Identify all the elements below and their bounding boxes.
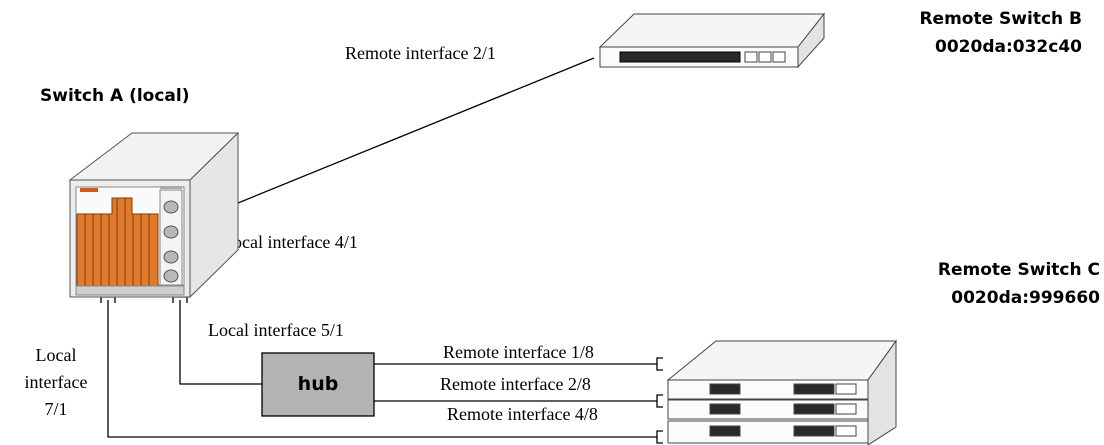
remote-interface-1-8-label: Remote interface 1/8 — [443, 342, 594, 362]
switch-a-label: Switch A (local) — [40, 86, 190, 106]
local-interface-7-1-line3: 7/1 — [44, 399, 67, 419]
switch-b-port-c — [772, 51, 786, 63]
switch-b-port-b — [758, 51, 772, 63]
remote-interface-2-8-label: Remote interface 2/8 — [440, 374, 591, 394]
hub-box — [261, 352, 375, 417]
switch-b-top — [598, 13, 826, 48]
switch-a-chassis — [68, 131, 240, 299]
chassis-badge — [160, 186, 182, 189]
switch-c-unit-2-ports-a — [709, 403, 741, 415]
link-5-1-to-hub — [179, 300, 262, 385]
switch-c-unit-2-ports-b — [793, 403, 835, 415]
local-interface-7-1-line1: Local — [36, 345, 77, 365]
switch-c-unit-1-ports-b — [793, 383, 835, 395]
link-4-1-to-switch-b — [210, 57, 595, 215]
remote-interface-4-8-label: Remote interface 4/8 — [447, 404, 598, 424]
brand-logo — [80, 188, 98, 192]
hub-label: hub — [298, 373, 339, 395]
switch-c-name: Remote Switch C — [938, 260, 1100, 280]
bracket-1-8 — [656, 357, 663, 371]
switch-c-unit-3-ports-b — [793, 425, 835, 437]
bracket-2-8 — [656, 394, 663, 408]
local-interface-7-1-line2: interface — [25, 372, 88, 392]
switch-b-name: Remote Switch B — [919, 9, 1082, 29]
connection-lines — [100, 57, 663, 444]
local-interface-5-1-label: Local interface 5/1 — [208, 320, 344, 340]
switch-b-mac: 0020da:032c40 — [935, 37, 1082, 57]
power-supplies — [159, 189, 183, 286]
switch-c-stack — [666, 339, 897, 445]
local-interface-4-1-label: Local interface 4/1 — [222, 232, 358, 252]
switch-c-unit-1-ports-a — [709, 383, 741, 395]
module-dividers — [84, 198, 150, 286]
link-7-1-to-switch-c — [107, 300, 657, 438]
switch-c-unit-3-uplinks — [835, 425, 857, 437]
switch-b-port-a — [744, 51, 758, 63]
switch-c-mac: 0020da:999660 — [951, 288, 1100, 308]
switch-b-device — [598, 12, 826, 69]
fan-tray — [75, 285, 185, 296]
switch-c-unit-2-uplinks — [835, 403, 857, 415]
switch-c-unit-1-uplinks — [835, 383, 857, 395]
switch-c-unit-3-ports-a — [709, 425, 741, 437]
switch-b-ports — [619, 51, 741, 63]
bracket-4-8 — [656, 430, 663, 444]
hub: hub — [261, 352, 375, 417]
remote-interface-2-1-label: Remote interface 2/1 — [345, 43, 496, 63]
switch-c-top — [666, 340, 897, 381]
